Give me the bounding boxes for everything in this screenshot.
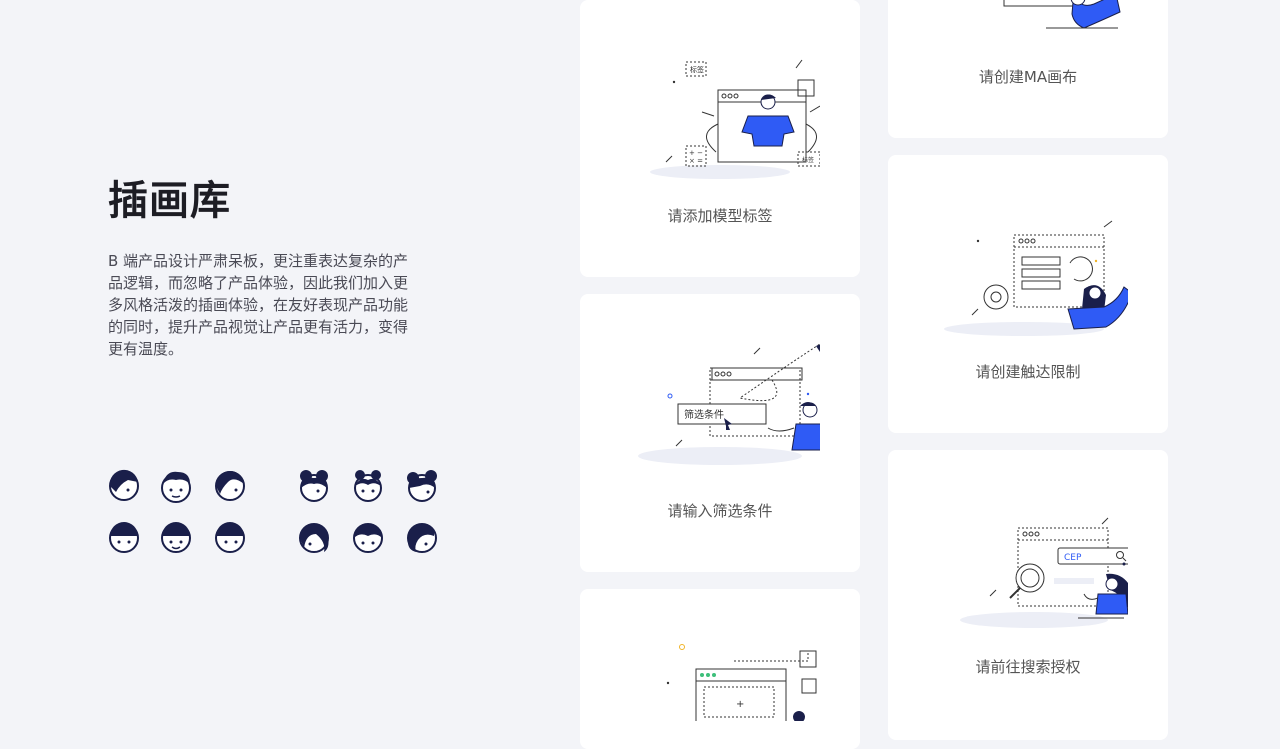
card-filter-label: 请输入筛选条件: [667, 502, 773, 520]
card-canvas-bottom: +: [580, 589, 860, 749]
card-touch-limit-label: 请创建触达限制: [975, 363, 1081, 381]
card-filter: 筛选条件 请输入筛选条件: [580, 294, 860, 572]
avatar-male-5: [161, 522, 191, 553]
card-ma-canvas-label: 请创建MA画布: [978, 68, 1078, 86]
card-ma-canvas: 请创建MA画布: [888, 0, 1168, 138]
cep-text: CEP: [1064, 553, 1082, 563]
avatar-male-4: [109, 522, 139, 553]
avatar-male-1: [109, 469, 139, 501]
model-tag-illustration: 标签 + −× = 标签: [650, 59, 820, 179]
card-touch-limit: 请创建触达限制: [888, 155, 1168, 433]
avatar-female-1: [300, 470, 328, 502]
tag-label-2: 标签: [802, 156, 814, 164]
avatar-female-6: [407, 523, 437, 553]
card-search-auth-label: 请前往搜索授权: [975, 658, 1081, 676]
ma-canvas-illustration: [1003, 0, 1121, 29]
svg-text:+ −: + −: [689, 149, 703, 157]
search-auth-illustration: CEP: [960, 517, 1128, 628]
filter-box-text: 筛选条件: [684, 408, 724, 421]
avatar-female-3: [407, 470, 437, 502]
svg-text:× =: × =: [689, 157, 703, 165]
card-search-auth: CEP 请前往搜索授权: [888, 450, 1168, 740]
avatar-male-6: [215, 522, 245, 553]
canvas-bottom-illustration: +: [666, 644, 817, 721]
avatar-male-3: [215, 470, 245, 501]
touch-limit-illustration: [944, 220, 1128, 336]
avatar-male-2: [161, 471, 191, 503]
page-description: B 端产品设计严肃呆板，更注重表达复杂的产品逻辑，而忽略了产品体验，因此我们加入…: [108, 252, 409, 358]
avatar-female-4: [299, 523, 329, 553]
card-model-tag-label: 请添加模型标签: [667, 207, 773, 225]
svg-text:+: +: [736, 699, 744, 710]
card-model-tag: 标签 + −× = 标签 请添加模型标签: [580, 0, 860, 277]
tag-label-1: 标签: [690, 65, 704, 74]
avatar-female-5: [353, 523, 383, 553]
filter-illustration: 筛选条件: [638, 343, 820, 465]
avatar-female-2: [354, 470, 382, 502]
page-title: 插画库: [108, 178, 231, 224]
